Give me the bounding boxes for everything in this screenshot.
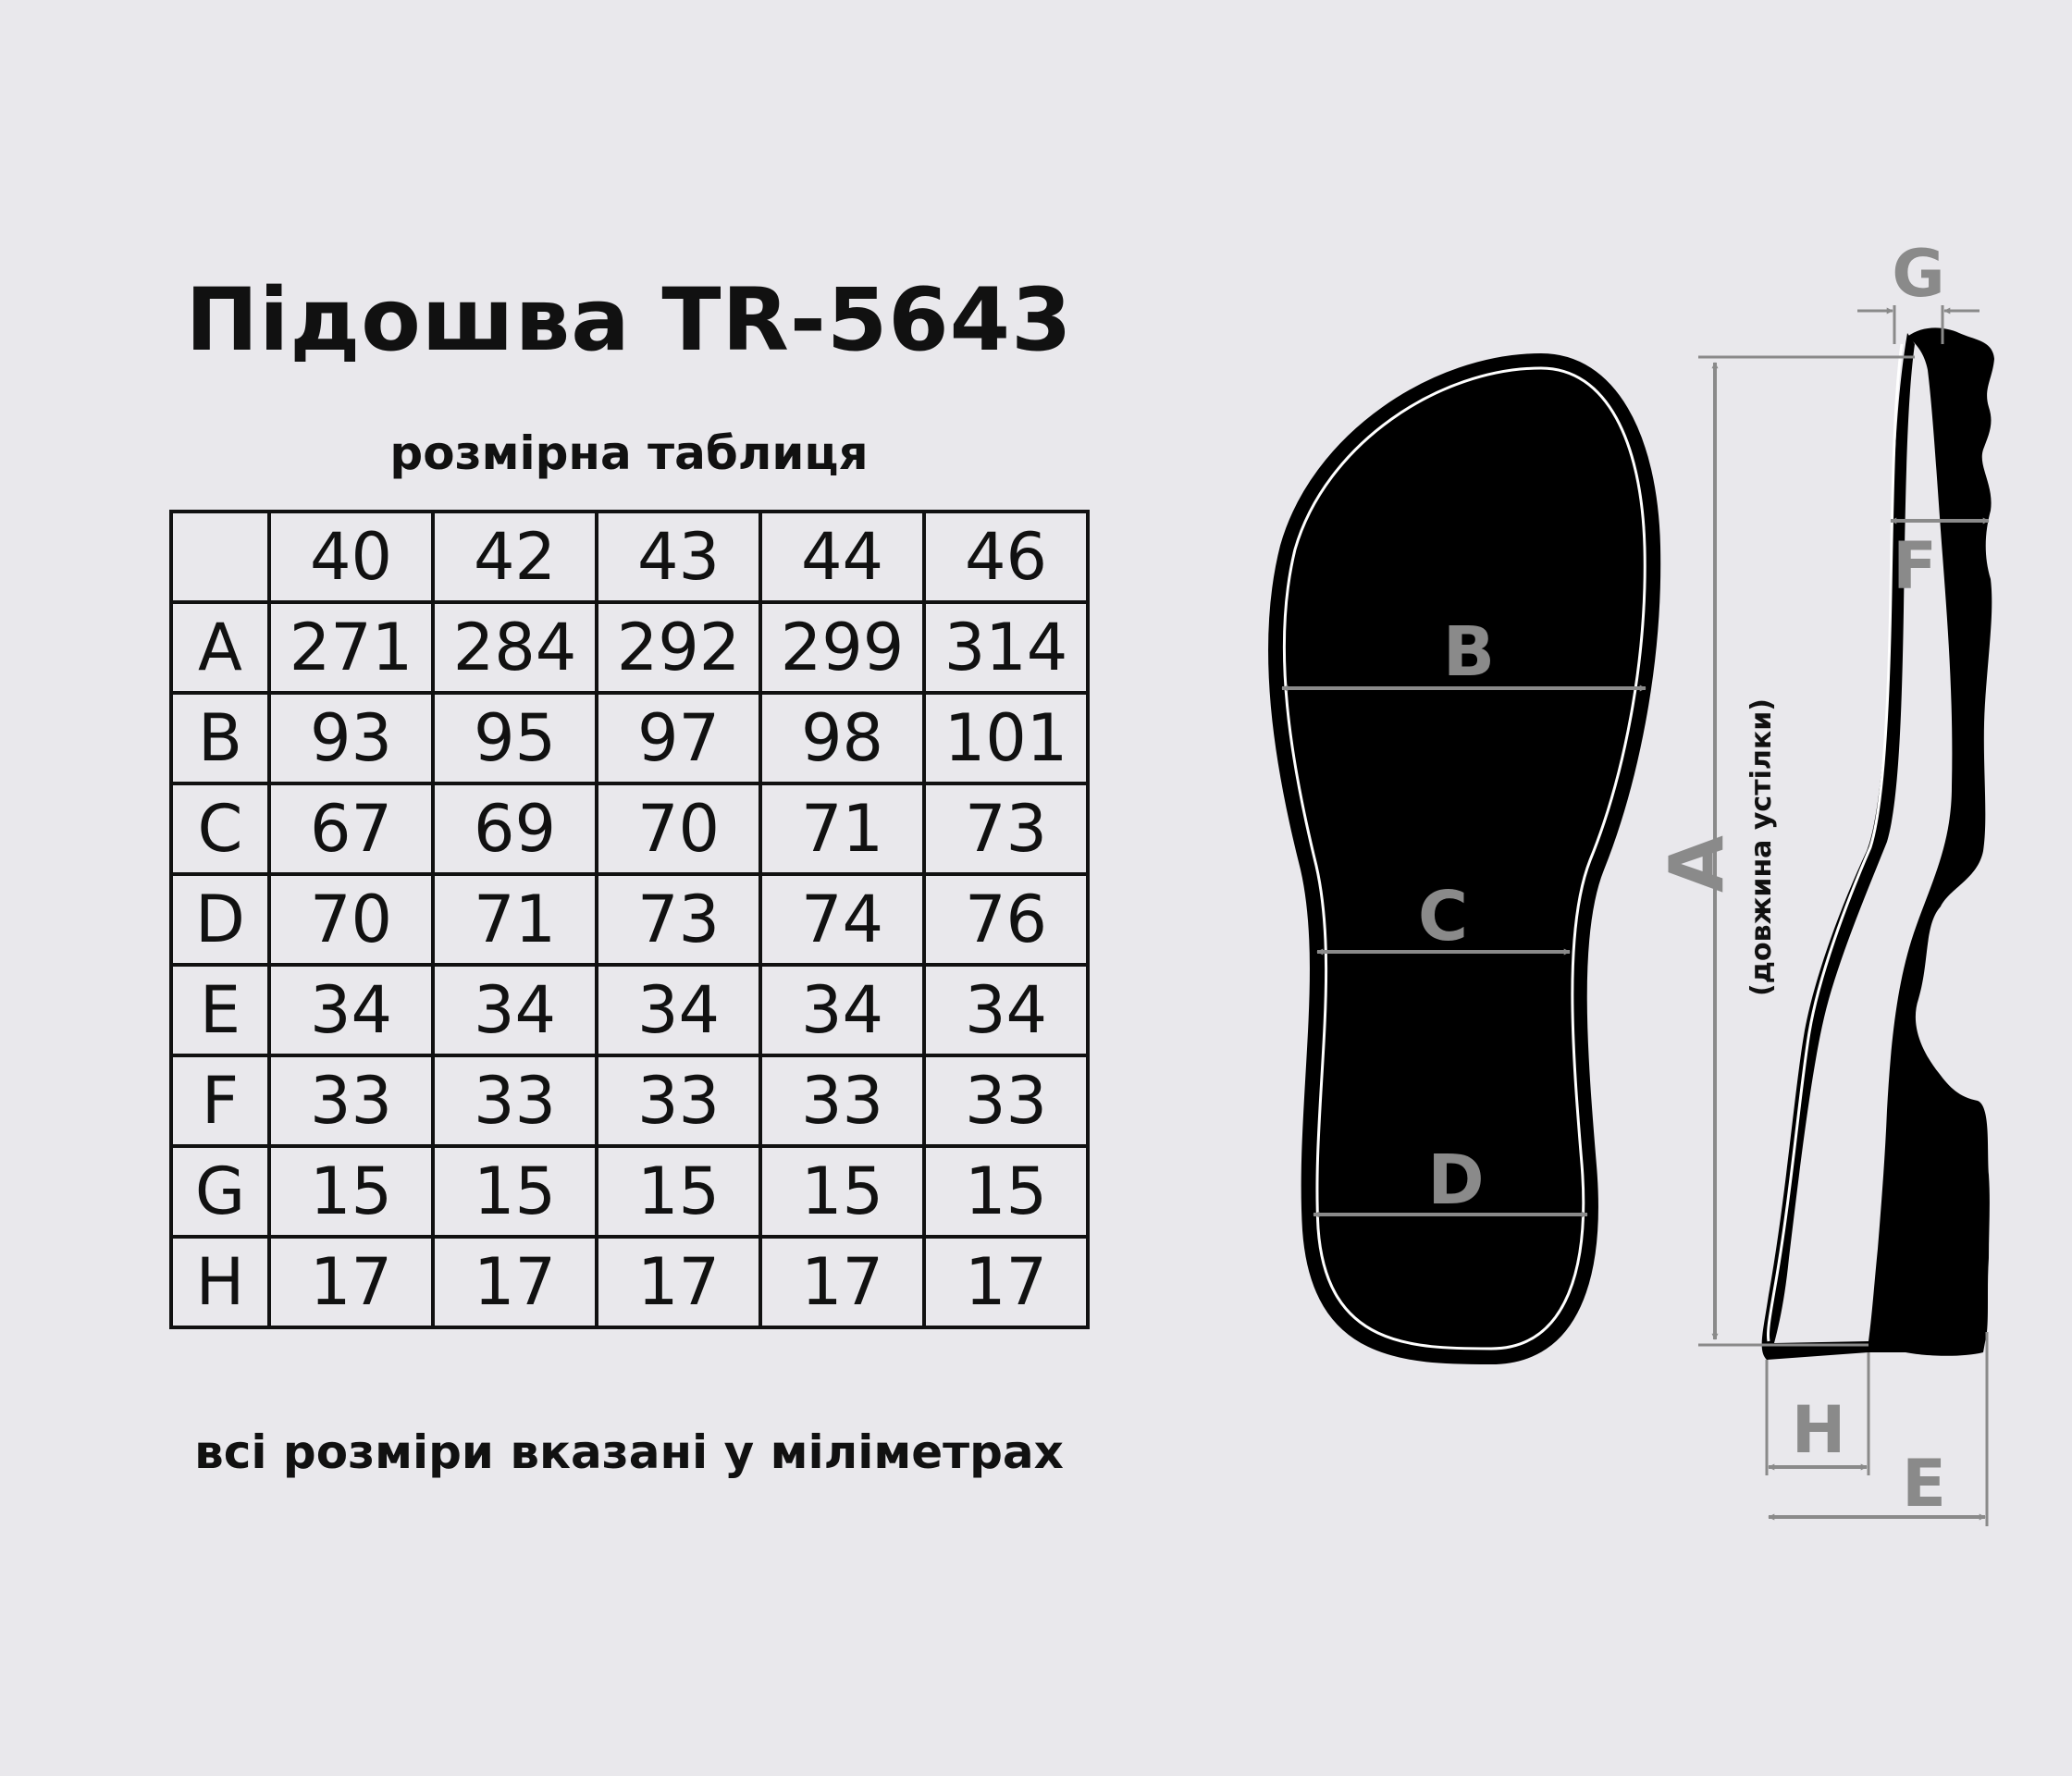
size-header: 42 <box>431 510 598 604</box>
sole-silhouette <box>1268 352 1661 1365</box>
table-cell: 314 <box>922 600 1090 695</box>
table-cell: 95 <box>431 691 598 785</box>
table-cell: 271 <box>267 600 435 695</box>
row-label: E <box>169 963 271 1057</box>
table-cell: 33 <box>267 1054 435 1148</box>
row-label: B <box>169 691 271 785</box>
table-cell: 17 <box>267 1235 435 1329</box>
insole-length-note: (довжина устілки) <box>1745 698 1778 996</box>
table-cell: 93 <box>267 691 435 785</box>
table-cell: 70 <box>267 872 435 967</box>
sole-inner-outline <box>1282 366 1646 1350</box>
side-sole-body <box>1868 327 1994 1356</box>
table-cell: 101 <box>922 691 1090 785</box>
table-cell: 34 <box>922 963 1090 1057</box>
table-cell: 73 <box>922 782 1090 876</box>
table-cell: 34 <box>267 963 435 1057</box>
table-cell: 71 <box>758 782 926 876</box>
table-cell: 17 <box>595 1235 762 1329</box>
dimension-c-label: C <box>1418 877 1468 956</box>
sole-side-view: A (довжина устілки) G F H E <box>1654 236 1994 1526</box>
size-header: 40 <box>267 510 435 604</box>
table-cell: 33 <box>922 1054 1090 1148</box>
table-subtitle: розмірна таблиця <box>389 426 869 480</box>
dimension-b-label: B <box>1443 612 1495 692</box>
dimension-h-label: H <box>1792 1392 1846 1468</box>
size-header: 43 <box>595 510 762 604</box>
table-cell: 15 <box>267 1144 435 1239</box>
table-cell: 34 <box>431 963 598 1057</box>
dimension-d-label: D <box>1427 1141 1484 1220</box>
dimension-a-label: A <box>1654 835 1740 893</box>
table-cell: 73 <box>595 872 762 967</box>
table-cell: 292 <box>595 600 762 695</box>
size-header: 44 <box>758 510 926 604</box>
table-cell: 98 <box>758 691 926 785</box>
size-header: 46 <box>922 510 1090 604</box>
row-label: A <box>169 600 271 695</box>
table-cell: 34 <box>758 963 926 1057</box>
row-label: D <box>169 872 271 967</box>
sole-top-view: B C D <box>1268 352 1661 1365</box>
table-cell: 17 <box>758 1235 926 1329</box>
table-cell: 74 <box>758 872 926 967</box>
table-cell: 15 <box>758 1144 926 1239</box>
dimension-e-label: E <box>1902 1446 1946 1522</box>
table-cell: 76 <box>922 872 1090 967</box>
table-cell: 17 <box>431 1235 598 1329</box>
table-cell: 33 <box>431 1054 598 1148</box>
table-cell: 70 <box>595 782 762 876</box>
table-cell: 69 <box>431 782 598 876</box>
row-label: H <box>169 1235 271 1329</box>
dimension-g-label: G <box>1892 236 1944 312</box>
row-label: C <box>169 782 271 876</box>
units-footnote: всі розміри вказані у міліметрах <box>194 1425 1064 1479</box>
table-corner-cell <box>169 510 271 604</box>
table-cell: 284 <box>431 600 598 695</box>
table-cell: 15 <box>922 1144 1090 1239</box>
table-cell: 17 <box>922 1235 1090 1329</box>
table-cell: 299 <box>758 600 926 695</box>
page-title: Підошва TR-5643 <box>185 270 1073 371</box>
table-header-row: 40 42 43 44 46 <box>169 510 1090 604</box>
table-cell: 34 <box>595 963 762 1057</box>
table-cell: 15 <box>595 1144 762 1239</box>
table-cell: 71 <box>431 872 598 967</box>
table-cell: 97 <box>595 691 762 785</box>
table-cell: 33 <box>595 1054 762 1148</box>
table-cell: 67 <box>267 782 435 876</box>
table-cell: 33 <box>758 1054 926 1148</box>
table-cell: 15 <box>431 1144 598 1239</box>
dimension-f-label: F <box>1893 528 1937 604</box>
row-label: F <box>169 1054 271 1148</box>
row-label: G <box>169 1144 271 1239</box>
